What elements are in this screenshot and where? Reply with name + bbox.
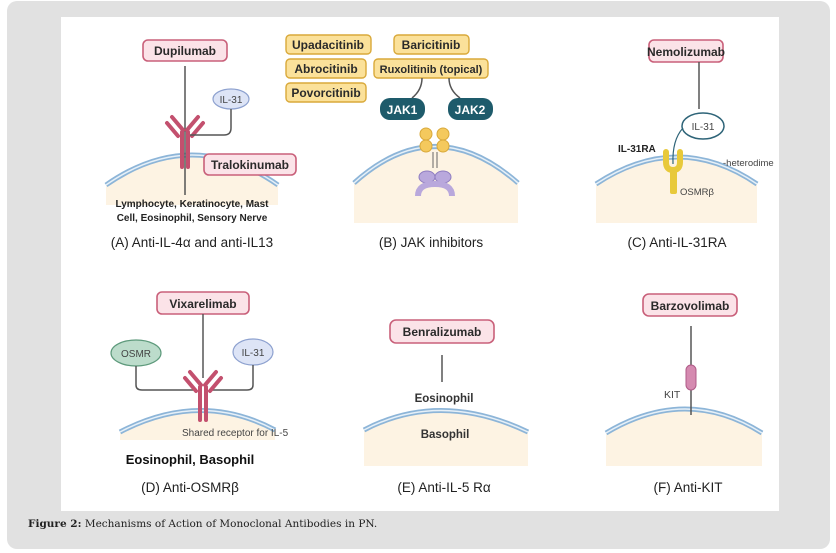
cell-types-line2: Cell, Eosinophil, Sensory Nerve bbox=[117, 213, 268, 224]
antibody-icon bbox=[183, 370, 223, 422]
antibody-icon bbox=[165, 115, 205, 169]
tralokinumab-label: Tralokinumab bbox=[211, 158, 289, 172]
dupilumab-label: Dupilumab bbox=[154, 44, 216, 58]
shared-receptor-label: Shared receptor for IL-5 bbox=[182, 428, 289, 439]
il31-label: IL-31 bbox=[692, 122, 715, 133]
il31-label: IL-31 bbox=[220, 95, 243, 106]
benralizumab-pill bbox=[389, 319, 495, 344]
il31-ligand bbox=[681, 112, 725, 140]
panel-e: Benralizumab Eosinophil Basophil (E) Ant… bbox=[362, 319, 530, 495]
caption-text: Mechanisms of Action of Monoclonal Antib… bbox=[81, 518, 378, 530]
cell-types-line1: Lymphocyte, Keratinocyte, Mast bbox=[115, 199, 269, 210]
panel-d: Vixarelimab OSMR IL-31 Shared receptor f… bbox=[110, 291, 289, 495]
caption-label: Figure 2: bbox=[28, 518, 82, 530]
kit-receptor-icon bbox=[685, 364, 697, 391]
baricitinib-label: Baricitinib bbox=[402, 38, 461, 52]
basophil-label: Basophil bbox=[421, 429, 470, 441]
panel-b-title: (B) JAK inhibitors bbox=[379, 235, 484, 250]
nemolizumab-label: Nemolizumab bbox=[647, 45, 725, 59]
cell-types-label: Eosinophil, Basophil bbox=[126, 452, 255, 467]
panel-f: Barzovolimab KIT (F) Anti-KIT bbox=[604, 293, 764, 495]
barzovolimab-label: Barzovolimab bbox=[651, 299, 730, 313]
benralizumab-label: Benralizumab bbox=[403, 325, 482, 339]
upadacitinib-pill bbox=[285, 34, 372, 55]
dupilumab-pill bbox=[142, 39, 228, 62]
eosinophil-label: Eosinophil bbox=[415, 393, 474, 405]
panel-e-title: (E) Anti-IL-5 Rα bbox=[397, 480, 491, 495]
panel-b: Upadacitinib Abrocitinib Povorcitinib Ba… bbox=[285, 34, 520, 250]
heterodimer-label: -heterodime bbox=[723, 158, 774, 169]
stat-protein-icon bbox=[415, 170, 455, 197]
panel-a: IL-31 Dupilumab Tralokinumab Lymphocyte,… bbox=[104, 39, 297, 250]
jak2-kinase bbox=[448, 98, 493, 120]
jak1-kinase bbox=[380, 98, 425, 120]
panel-a-title: (A) Anti-IL-4α and anti-IL13 bbox=[111, 235, 273, 250]
il31ra-receptor-icon bbox=[663, 149, 683, 194]
povorcitinib-label: Povorcitinib bbox=[291, 86, 360, 100]
kit-label: KIT bbox=[664, 389, 681, 401]
baricitinib-pill bbox=[393, 34, 470, 55]
panel-f-title: (F) Anti-KIT bbox=[653, 480, 722, 495]
figure-image: IL-31 Dupilumab Tralokinumab Lymphocyte,… bbox=[61, 17, 779, 511]
tralokinumab-pill bbox=[203, 153, 297, 176]
mechanisms-diagram: IL-31 Dupilumab Tralokinumab Lymphocyte,… bbox=[104, 34, 774, 495]
osmr-label: OSMR bbox=[121, 349, 151, 360]
osmr-label: OSMRβ bbox=[680, 187, 715, 198]
abrocitinib-pill bbox=[285, 58, 367, 79]
il31-label: IL-31 bbox=[242, 348, 265, 359]
barzovolimab-pill bbox=[642, 293, 738, 317]
panel-d-title: (D) Anti-OSMRβ bbox=[141, 480, 239, 495]
abrocitinib-label: Abrocitinib bbox=[294, 62, 357, 76]
jak1-label: JAK1 bbox=[387, 103, 418, 117]
povorcitinib-pill bbox=[285, 82, 367, 103]
panel-c: Nemolizumab IL-31 IL-31RA OSMRβ -heterod… bbox=[594, 39, 774, 250]
il31ra-label: IL-31RA bbox=[618, 144, 656, 155]
ruxolitinib-pill bbox=[373, 58, 489, 79]
upadacitinib-label: Upadacitinib bbox=[292, 38, 364, 52]
cytokine-receptor-icon bbox=[419, 127, 450, 168]
panel-c-title: (C) Anti-IL-31RA bbox=[627, 235, 726, 250]
nemolizumab-pill bbox=[648, 39, 724, 63]
jak2-label: JAK2 bbox=[455, 103, 486, 117]
figure-caption: Figure 2: Mechanisms of Action of Monocl… bbox=[28, 518, 377, 530]
ruxolitinib-label: Ruxolitinib (topical) bbox=[380, 64, 483, 76]
vixarelimab-label: Vixarelimab bbox=[169, 297, 236, 311]
